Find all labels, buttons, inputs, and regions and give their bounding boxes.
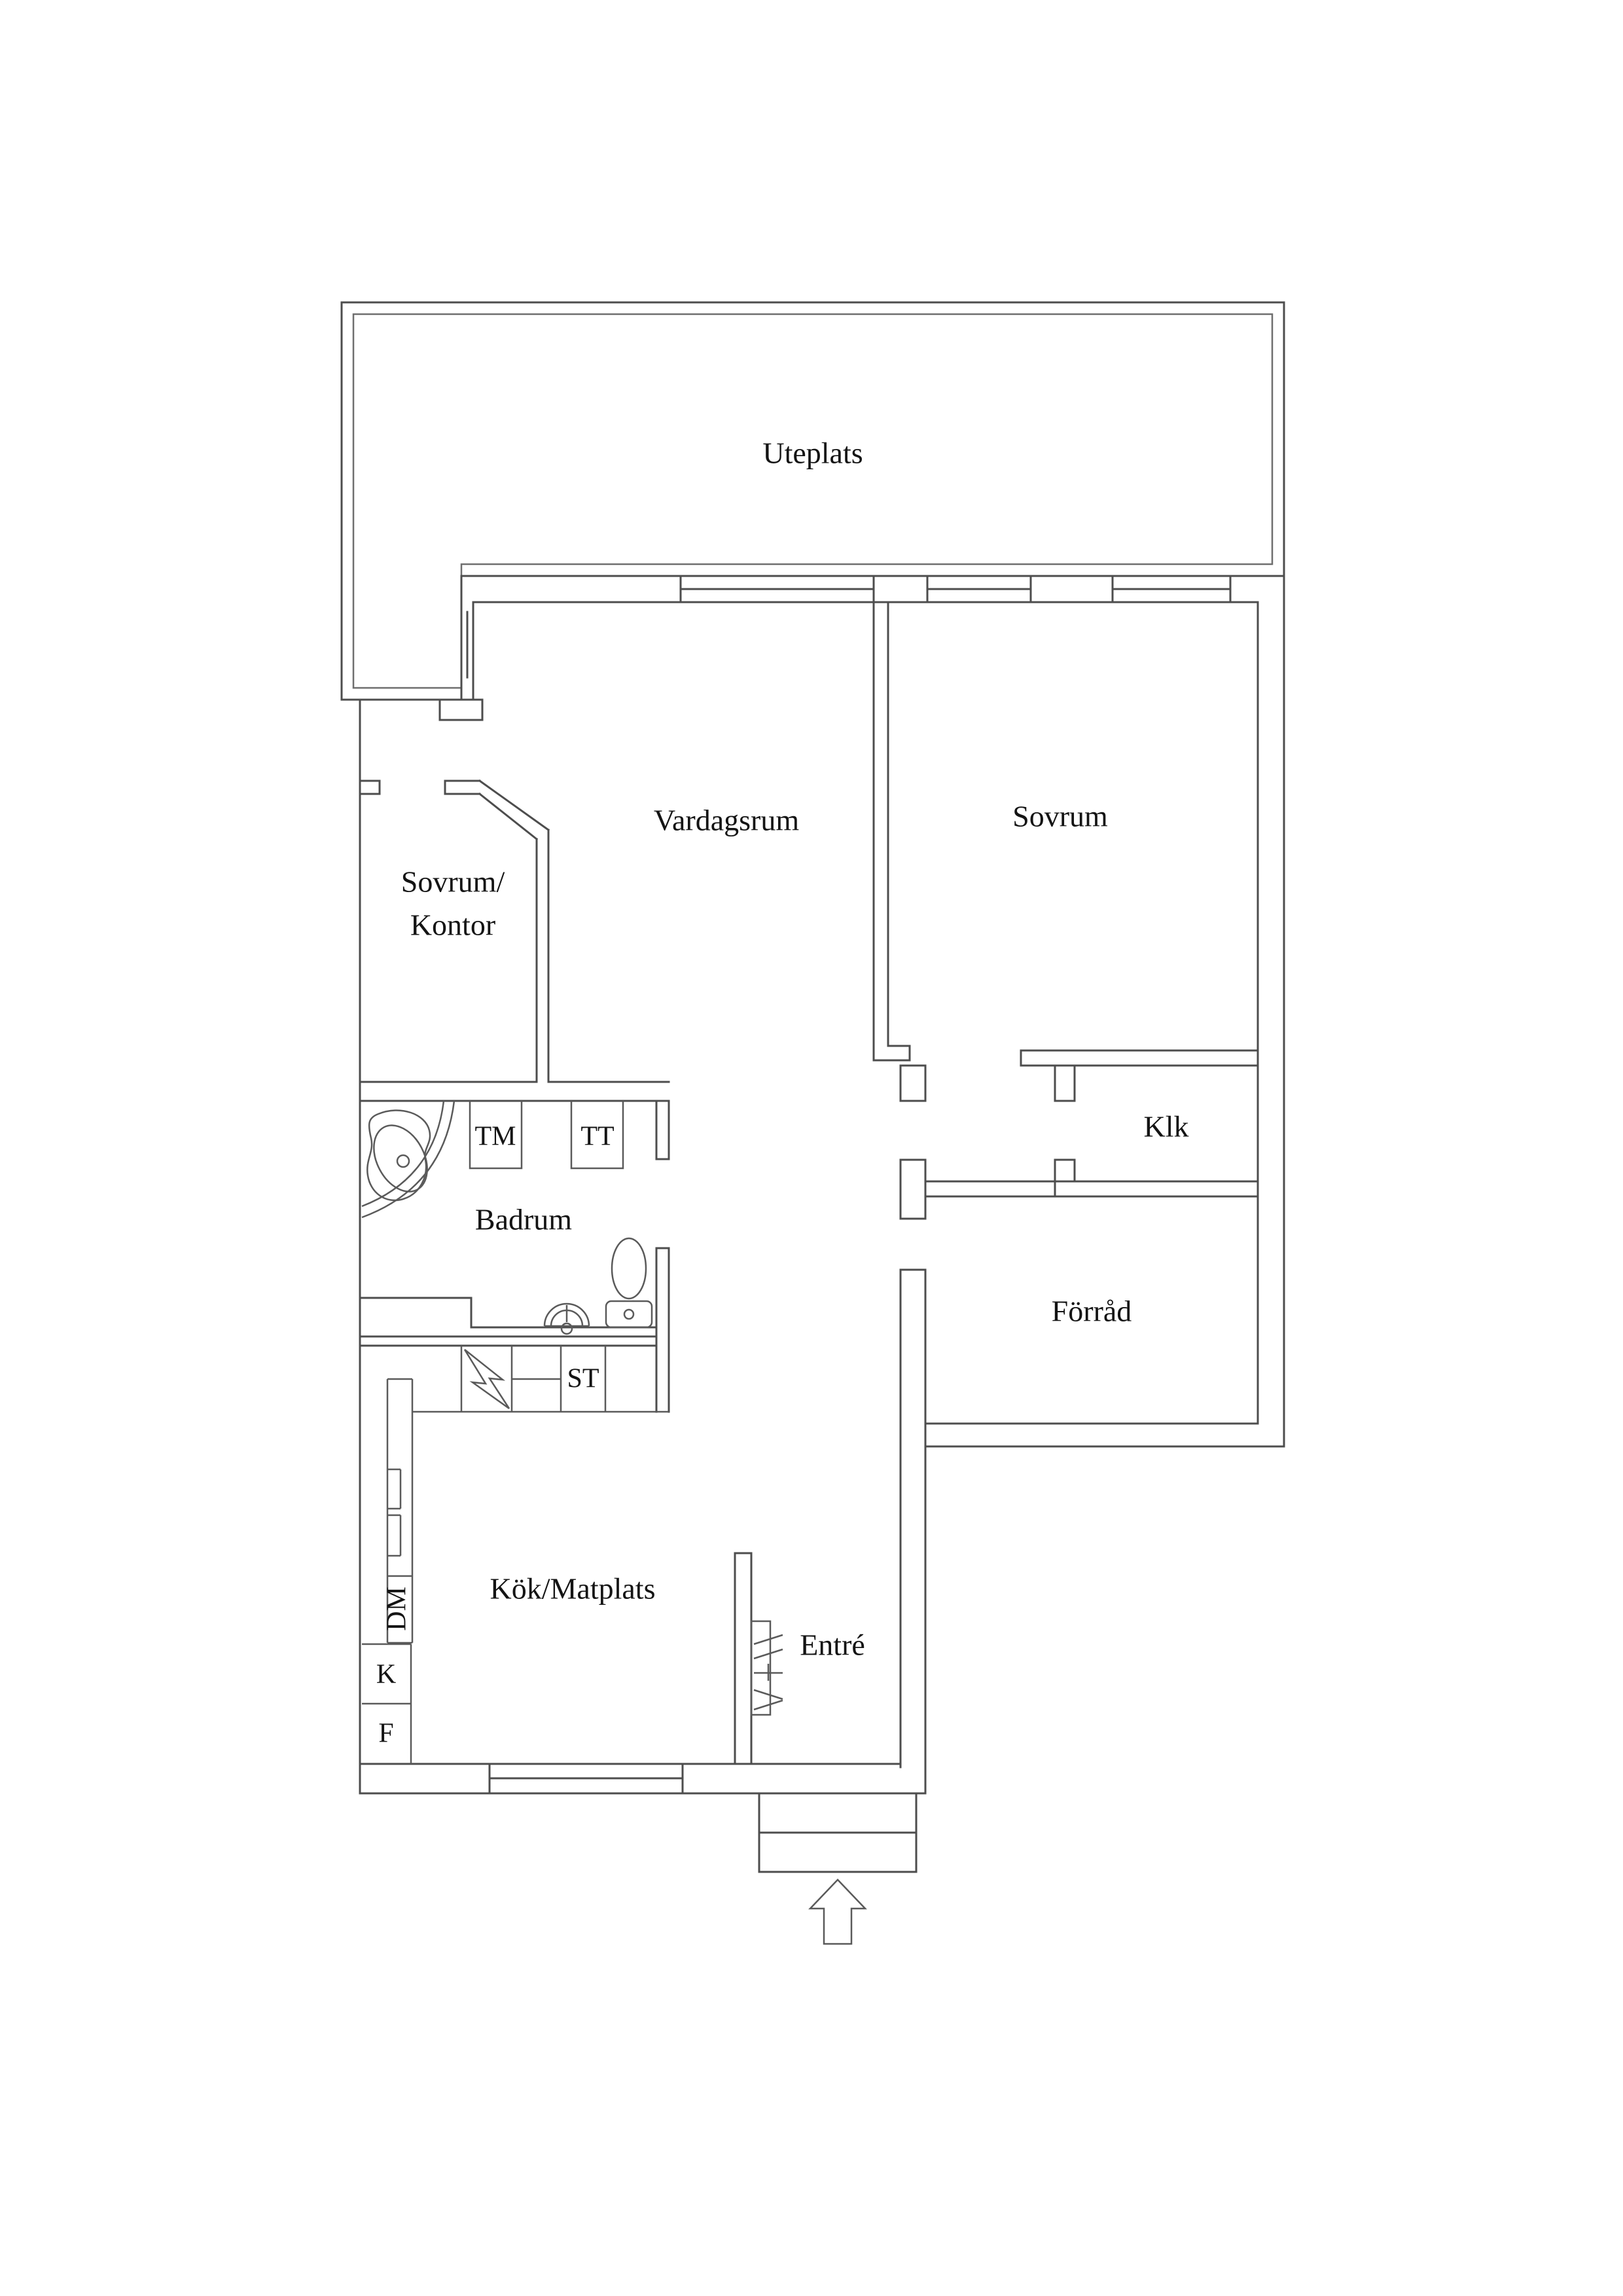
sovrum-bottom-wall — [1020, 1049, 1259, 1067]
room-label-forrad: Förråd — [1052, 1295, 1132, 1328]
fixture-label-tt: TT — [580, 1122, 614, 1152]
fixture-label-tm: TM — [475, 1122, 516, 1152]
room-label-sovrum: Sovrum — [1012, 800, 1108, 833]
klk-walls — [924, 1064, 1259, 1198]
sovrum-kontor-walls — [359, 779, 550, 1083]
room-label-kok-matplats: Kök/Matplats — [490, 1572, 656, 1605]
sink-icon — [543, 1302, 590, 1335]
top-wall — [359, 575, 1285, 721]
vardagsrum-sovrum-wall — [872, 601, 911, 1062]
exterior-outline — [340, 301, 1285, 1795]
bottom-wall-window — [359, 1763, 902, 1795]
entry-porch-steps — [758, 1792, 918, 1873]
front-door-hatch-icon — [750, 1620, 783, 1716]
room-label-uteplats: Uteplats — [762, 437, 863, 470]
room-label-klk: Klk — [1144, 1110, 1189, 1143]
top-windows — [679, 575, 1232, 603]
tt-box — [570, 1101, 624, 1170]
room-label-entre: Entré — [800, 1628, 865, 1662]
bathtub-icon — [361, 1100, 455, 1219]
toilet-icon — [605, 1237, 653, 1329]
patio-inner-border — [352, 313, 1274, 689]
badrum-walls — [359, 1081, 670, 1413]
hall-east-wall — [899, 1064, 927, 1768]
washer-dryer-boxes — [469, 1101, 624, 1170]
fixture-label-st: ST — [567, 1364, 599, 1394]
fixture-label-dm: DM — [382, 1587, 412, 1631]
right-wall-inner — [924, 601, 1259, 1425]
fixture-label-k: K — [376, 1660, 396, 1690]
room-label-vardagsrum: Vardagsrum — [654, 804, 799, 837]
kitchen-counters — [362, 1346, 669, 1764]
room-label-sovrum-kontor-2: Kontor — [410, 908, 495, 942]
room-label-sovrum-kontor-1: Sovrum/ — [401, 865, 505, 899]
entry-arrow-icon — [808, 1878, 867, 1945]
kitchen-walls — [359, 1335, 753, 1765]
tm-box — [469, 1101, 523, 1170]
stove-icon — [463, 1349, 510, 1410]
fixture-label-f: F — [378, 1719, 393, 1749]
room-label-badrum: Badrum — [475, 1203, 572, 1236]
